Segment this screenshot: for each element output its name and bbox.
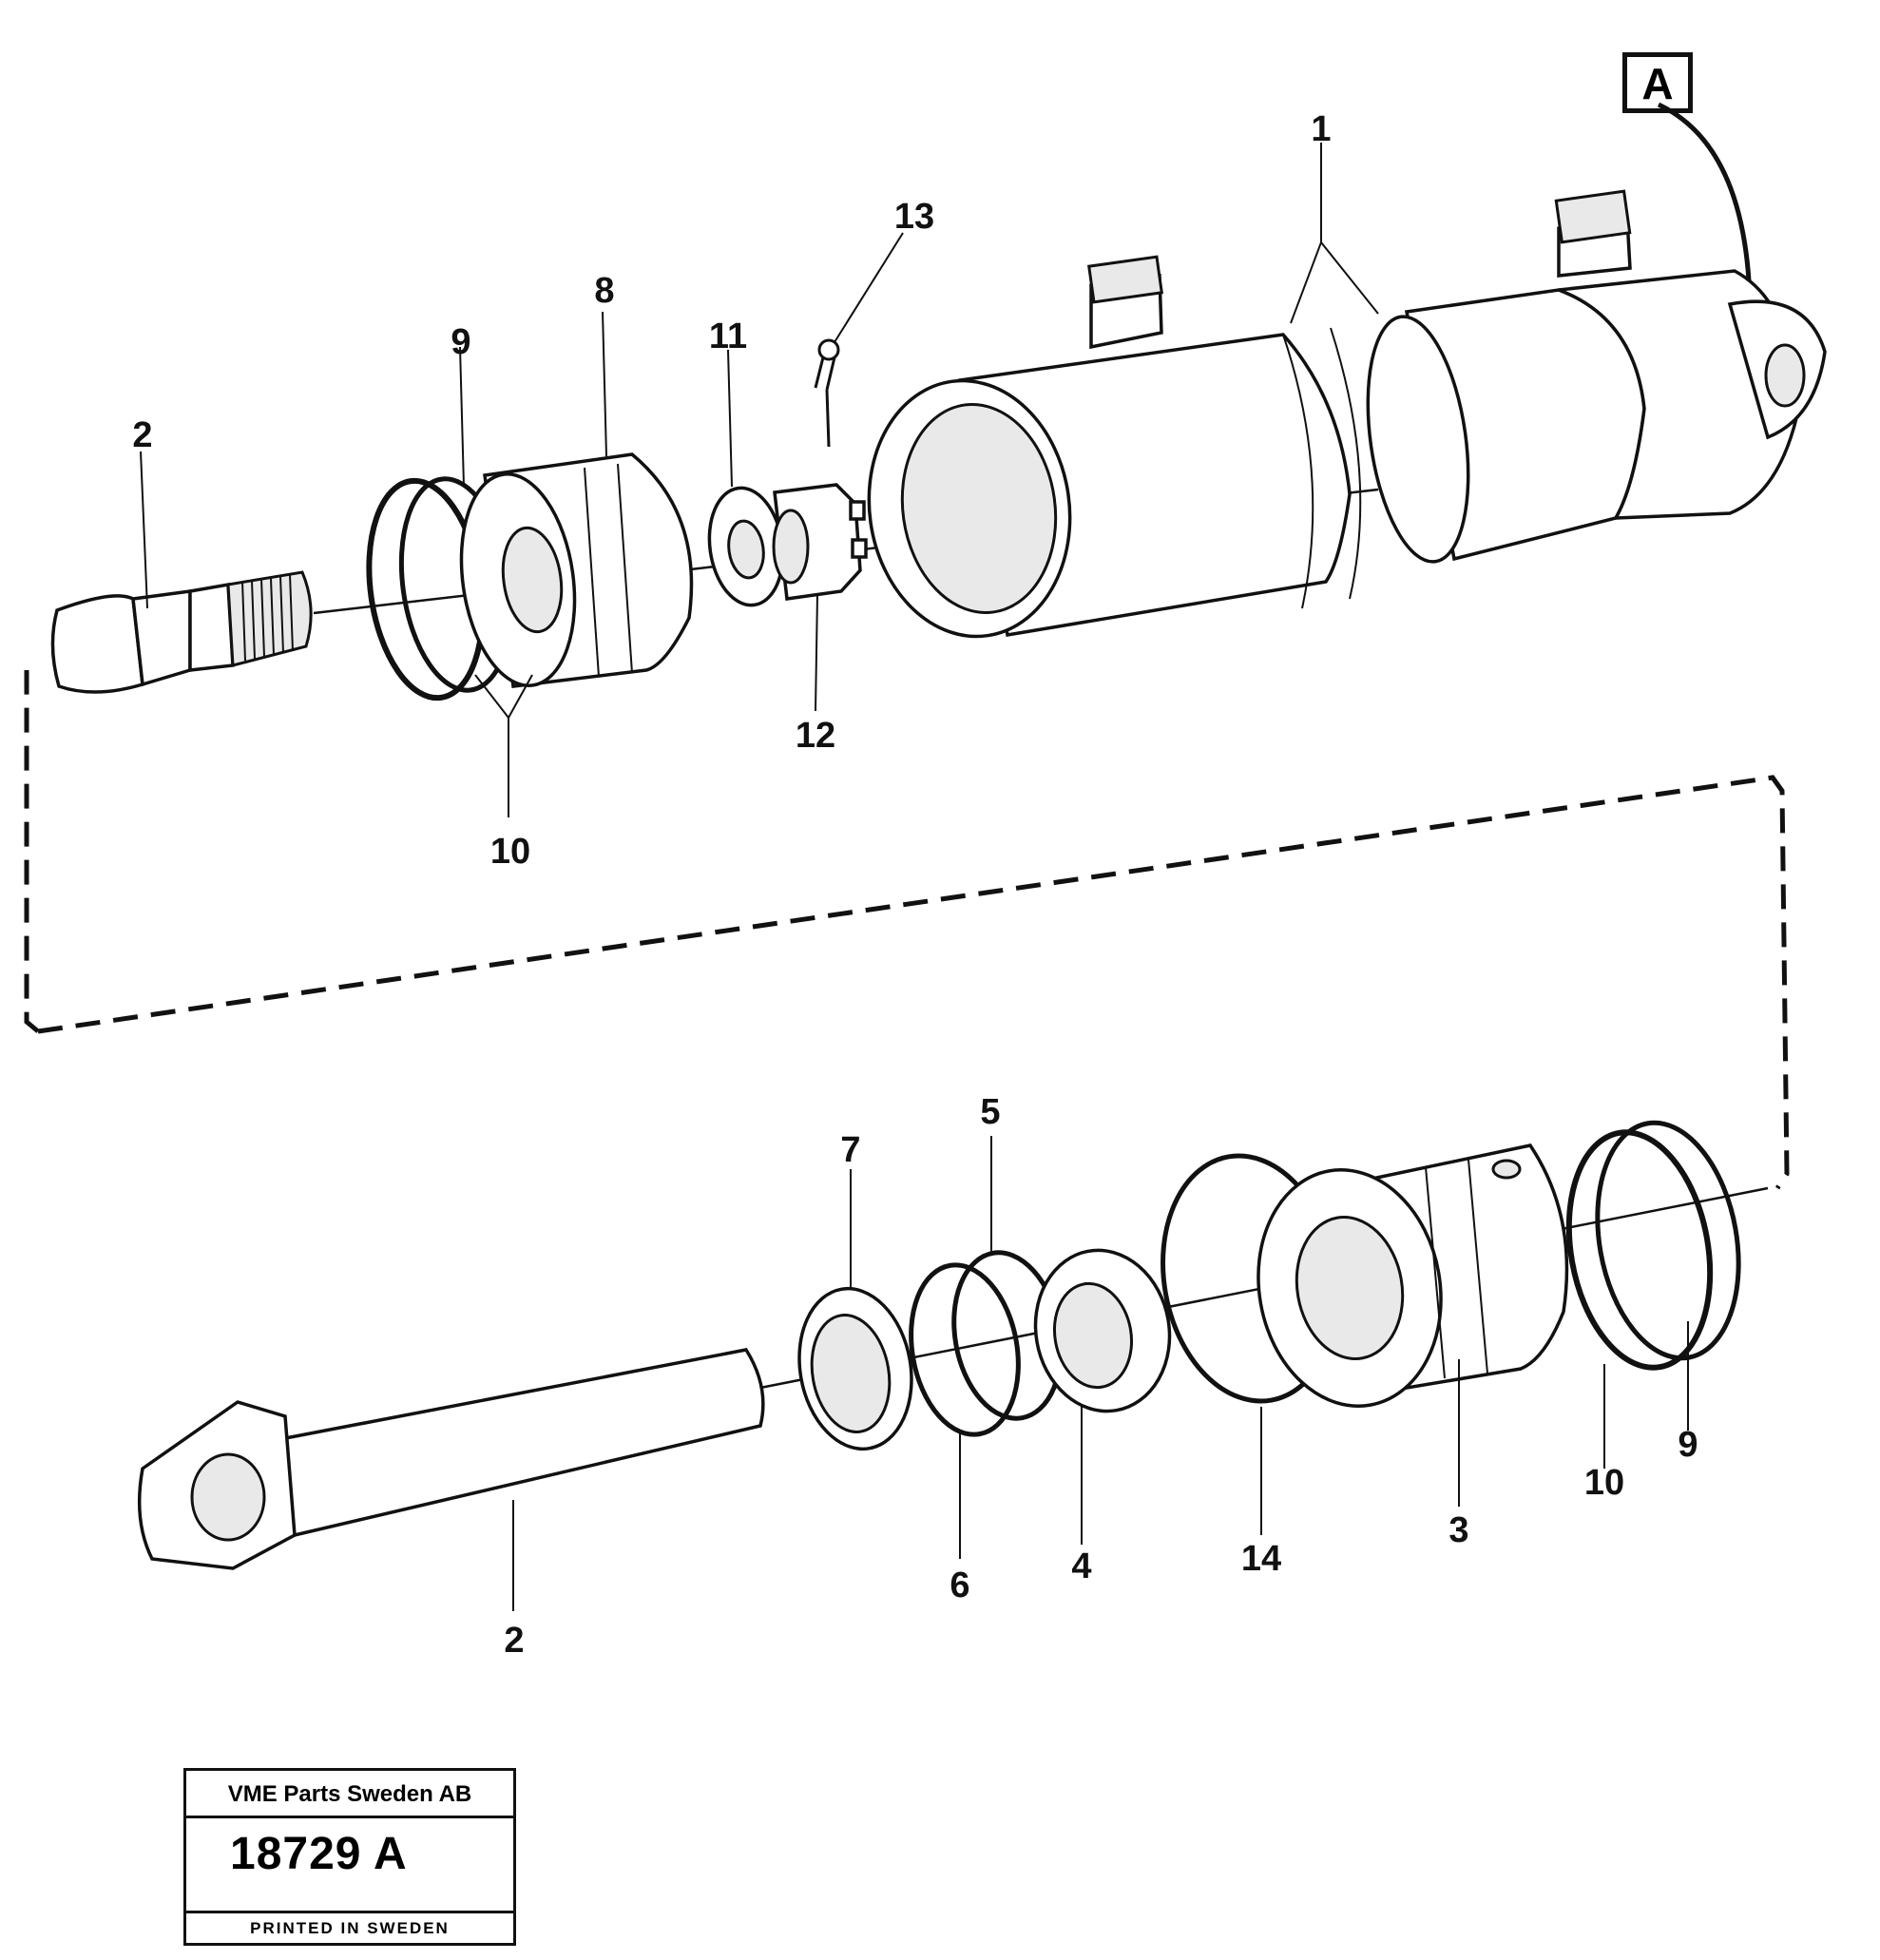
- callout-9-top: 9: [451, 322, 470, 362]
- callout-4: 4: [1071, 1547, 1091, 1586]
- callout-12: 12: [796, 716, 835, 756]
- callout-5: 5: [980, 1092, 1000, 1132]
- guide-head-part: [1257, 1143, 1569, 1408]
- piston-rod-end-part: [50, 570, 313, 694]
- callout-9-bottom: 9: [1678, 1425, 1698, 1465]
- seal-rings-bottom: [1565, 1120, 1741, 1371]
- piston-rod-part: [137, 1348, 765, 1570]
- callout-13: 13: [894, 197, 934, 237]
- cotter-pin-part: [814, 338, 840, 448]
- callout-7: 7: [840, 1130, 860, 1170]
- callout-8: 8: [594, 271, 614, 311]
- leader-lines: [140, 102, 1752, 1611]
- callout-3: 3: [1448, 1510, 1468, 1550]
- bushing-part: [1033, 1248, 1172, 1413]
- callout-10-bottom: 10: [1584, 1463, 1624, 1503]
- castle-nut-part: [772, 483, 868, 601]
- callout-6: 6: [950, 1566, 969, 1605]
- detail-marker-a: A: [1622, 52, 1693, 113]
- scraper-seal-part: [797, 1286, 913, 1451]
- cylinder-barrel-part: [867, 189, 1827, 639]
- company-name: VME Parts Sweden AB: [186, 1771, 513, 1818]
- printed-note: PRINTED IN SWEDEN: [186, 1911, 513, 1943]
- title-block: VME Parts Sweden AB 18729 A PRINTED IN S…: [183, 1768, 516, 1946]
- assembly-connector-dashed-line: [24, 670, 1790, 1190]
- callout-11: 11: [709, 317, 747, 356]
- callout-10-top: 10: [490, 832, 530, 872]
- callout-1: 1: [1311, 109, 1331, 149]
- callout-2-bottom: 2: [504, 1621, 524, 1661]
- drawing-number: 18729 A: [230, 1829, 408, 1879]
- callout-2-top: 2: [132, 415, 152, 455]
- piston-part: [459, 452, 694, 688]
- callout-14: 14: [1241, 1539, 1281, 1579]
